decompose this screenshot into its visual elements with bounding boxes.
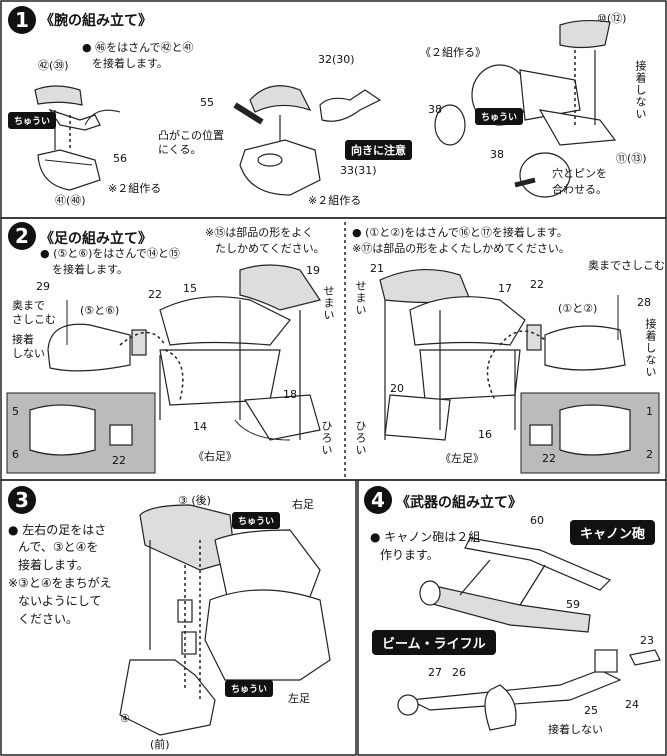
inset-label: 22 [112, 454, 126, 467]
part-label: 38 [428, 103, 442, 116]
no-glue-note-a: 接着 [12, 333, 34, 346]
part-label: 38 [490, 148, 504, 161]
part-label: 26 [452, 666, 466, 679]
part-label: 29 [36, 280, 50, 293]
right-leg-label: 右足 [292, 498, 314, 511]
step-4-instruction-a: ● キャノン砲は２組 [370, 530, 481, 544]
inset-label: 1 [646, 405, 653, 418]
part-label: ㊶(㊵) [55, 194, 86, 207]
step-4-instruction-b: 作ります。 [380, 548, 439, 562]
step-1-title: 《腕の組み立て》 [40, 13, 152, 29]
step-3-badge: 3 [8, 486, 36, 514]
left-leg-label: 左足 [288, 692, 310, 705]
no-glue-note: 接着しない [548, 723, 603, 736]
wide-label: ひろい [320, 420, 333, 456]
part-label: 55 [200, 96, 214, 109]
part-label: 14 [193, 420, 207, 433]
inset-label: 22 [542, 452, 556, 465]
part-label: 16 [478, 428, 492, 441]
step-4-title: 《武器の組み立て》 [396, 495, 522, 511]
no-glue-note: 接着しない [634, 60, 647, 120]
note-two-sets: ※２組作る [108, 182, 162, 195]
inset-label: 6 [12, 448, 19, 461]
step-3-instruction-d: ※③と④をまちがえ [8, 576, 112, 590]
push-note-b: さしこむ [12, 313, 56, 326]
step-3-instruction-f: ください。 [18, 612, 79, 626]
part-label: 18 [283, 388, 297, 401]
narrow-label: せまい [322, 285, 335, 321]
part-label: ⑩(⑫) [597, 12, 627, 25]
beam-rifle-caption: ビーム・ライフル [372, 630, 496, 655]
step-2-left-instruction-a: ● (⑤と⑥)をはさんで⑭と⑮ [40, 247, 180, 260]
note-15-a: ※⑮は部品の形をよく [205, 226, 314, 239]
step-2-right-instruction-b: ※⑰は部品の形をよくたしかめてください。 [352, 242, 570, 255]
cannon-caption: キャノン砲 [570, 520, 656, 545]
part-label: 33(31) [340, 164, 377, 177]
part-label: ⑪(⑬) [616, 152, 647, 165]
part-label: (①と②) [558, 302, 598, 315]
step-4-badge: 4 [364, 486, 392, 514]
step-2-left-instruction-b: を接着します。 [52, 263, 128, 276]
front-label: (前) [150, 738, 170, 751]
wide-label: ひろい [354, 420, 367, 456]
step-2-right-instruction-a: ● (①と②)をはさんで⑯と⑰を接着します。 [352, 226, 568, 239]
part-label: 21 [370, 262, 384, 275]
step-3-instruction-e: ないようにして [18, 594, 102, 608]
part-label: 27 [428, 666, 442, 679]
hole-pin-note-a: 穴とピンを [552, 167, 607, 180]
part-label: 60 [530, 514, 544, 527]
narrow-label: せまい [354, 280, 367, 316]
part-label: 25 [584, 704, 598, 717]
part-label: 24 [625, 698, 639, 711]
convex-note-b: にくる。 [158, 143, 202, 156]
direction-caution-badge: 向きに注意 [345, 140, 412, 160]
note-15-b: たしかめてください。 [215, 242, 325, 255]
no-glue-note: 接着しない [644, 318, 657, 378]
caution-badge: ちゅうい [232, 512, 281, 529]
part-label: 17 [498, 282, 512, 295]
right-foot-caption: 《右足》 [193, 450, 237, 463]
left-foot-caption: 《左足》 [440, 452, 484, 465]
step-1-badge: 1 [8, 6, 36, 34]
part-label: 20 [390, 382, 404, 395]
step-1-instruction-b: を接着します。 [92, 57, 168, 70]
inset-label: 5 [12, 405, 19, 418]
part-label: ③ (後) [178, 494, 211, 507]
note-two-sets: ※２組作る [308, 194, 362, 207]
step-2-title: 《足の組み立て》 [40, 231, 152, 247]
hole-pin-note-b: 合わせる。 [552, 183, 607, 196]
step-1-instruction-a: ● ㊻をはさんで㊷と㊶ [82, 41, 194, 54]
part-label: 28 [637, 296, 651, 309]
push-note-right: 奥までさしこむ [588, 259, 665, 272]
step-3-instruction-c: 接着します。 [18, 558, 89, 572]
step-2-badge: 2 [8, 222, 36, 250]
push-note-a: 奥まで [12, 299, 45, 312]
inset-label: 2 [646, 448, 653, 461]
part-label: 56 [113, 152, 127, 165]
caution-badge: ちゅうい [8, 112, 57, 129]
step-3-instruction-b: んで、③と④を [18, 540, 99, 554]
part-label: ㊷(㊴) [38, 59, 69, 72]
part-label: 19 [306, 264, 320, 277]
part-label: 15 [183, 282, 197, 295]
no-glue-note-b: しない [12, 347, 45, 360]
part-label: (⑤と⑥) [80, 304, 120, 317]
part-label: 59 [566, 598, 580, 611]
part-label: 22 [148, 288, 162, 301]
part-label: 32(30) [318, 53, 355, 66]
part-label: ④ [120, 712, 130, 725]
part-label: 23 [640, 634, 654, 647]
note-two-sets: 《２組作る》 [420, 46, 486, 59]
step-3-instruction-a: ● 左右の足をはさ [8, 523, 107, 537]
convex-note-a: 凸がこの位置 [158, 129, 224, 142]
part-label: 22 [530, 278, 544, 291]
caution-badge: ちゅうい [225, 680, 274, 697]
caution-badge: ちゅうい [475, 108, 524, 125]
